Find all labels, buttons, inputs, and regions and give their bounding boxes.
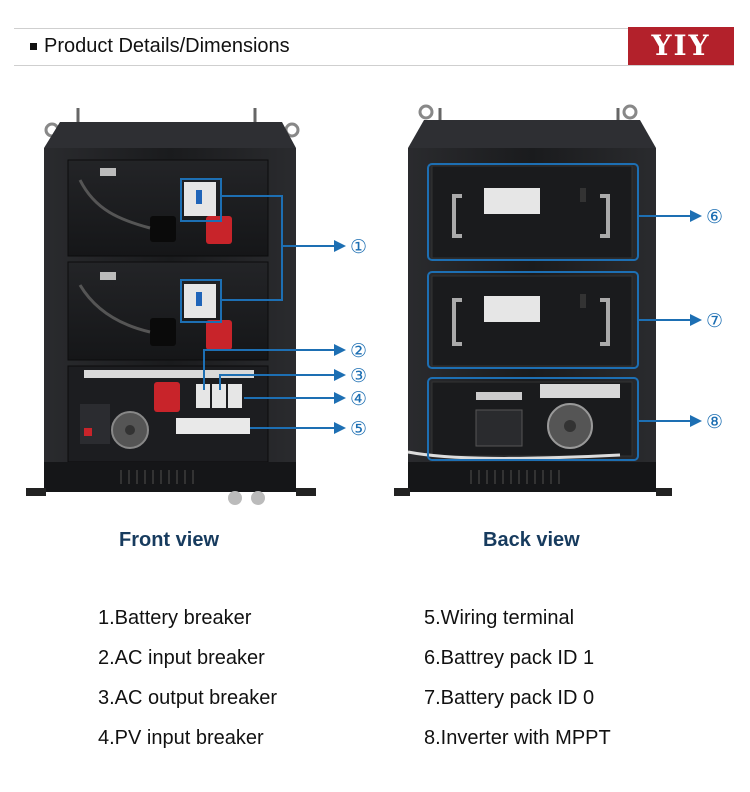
legend-item: 6.Battrey pack ID 1 [424, 647, 595, 669]
legend-item: 4.PV input breaker [98, 727, 264, 749]
callout-7: ⑦ [706, 310, 723, 332]
legend-item: 1.Battery breaker [98, 607, 252, 629]
callout-1: ① [350, 236, 367, 258]
legend-item: 8.Inverter with MPPT [424, 727, 611, 749]
back-cabinet [394, 104, 672, 496]
legend-item: 2.AC input breaker [98, 647, 265, 669]
product-illustration: ① ② ③ ④ ⑤ [26, 104, 723, 505]
section-title: Product Details/Dimensions [44, 35, 290, 57]
brand-logo: YIY [628, 27, 734, 65]
callout-8: ⑧ [706, 411, 723, 433]
legend-item: 7.Battery pack ID 0 [424, 687, 595, 709]
front-view-label: Front view [119, 529, 220, 551]
callout-3: ③ [350, 365, 367, 387]
front-cabinet [26, 108, 316, 505]
callout-6: ⑥ [706, 206, 723, 228]
legend-item: 3.AC output breaker [98, 687, 277, 709]
legend-item: 5.Wiring terminal [424, 607, 575, 629]
callout-2: ② [350, 340, 367, 362]
back-view-label: Back view [483, 529, 580, 551]
callout-5: ⑤ [350, 418, 367, 440]
callout-4: ④ [350, 388, 367, 410]
bullet-icon [30, 43, 37, 50]
section-header: Product Details/Dimensions [14, 28, 734, 66]
